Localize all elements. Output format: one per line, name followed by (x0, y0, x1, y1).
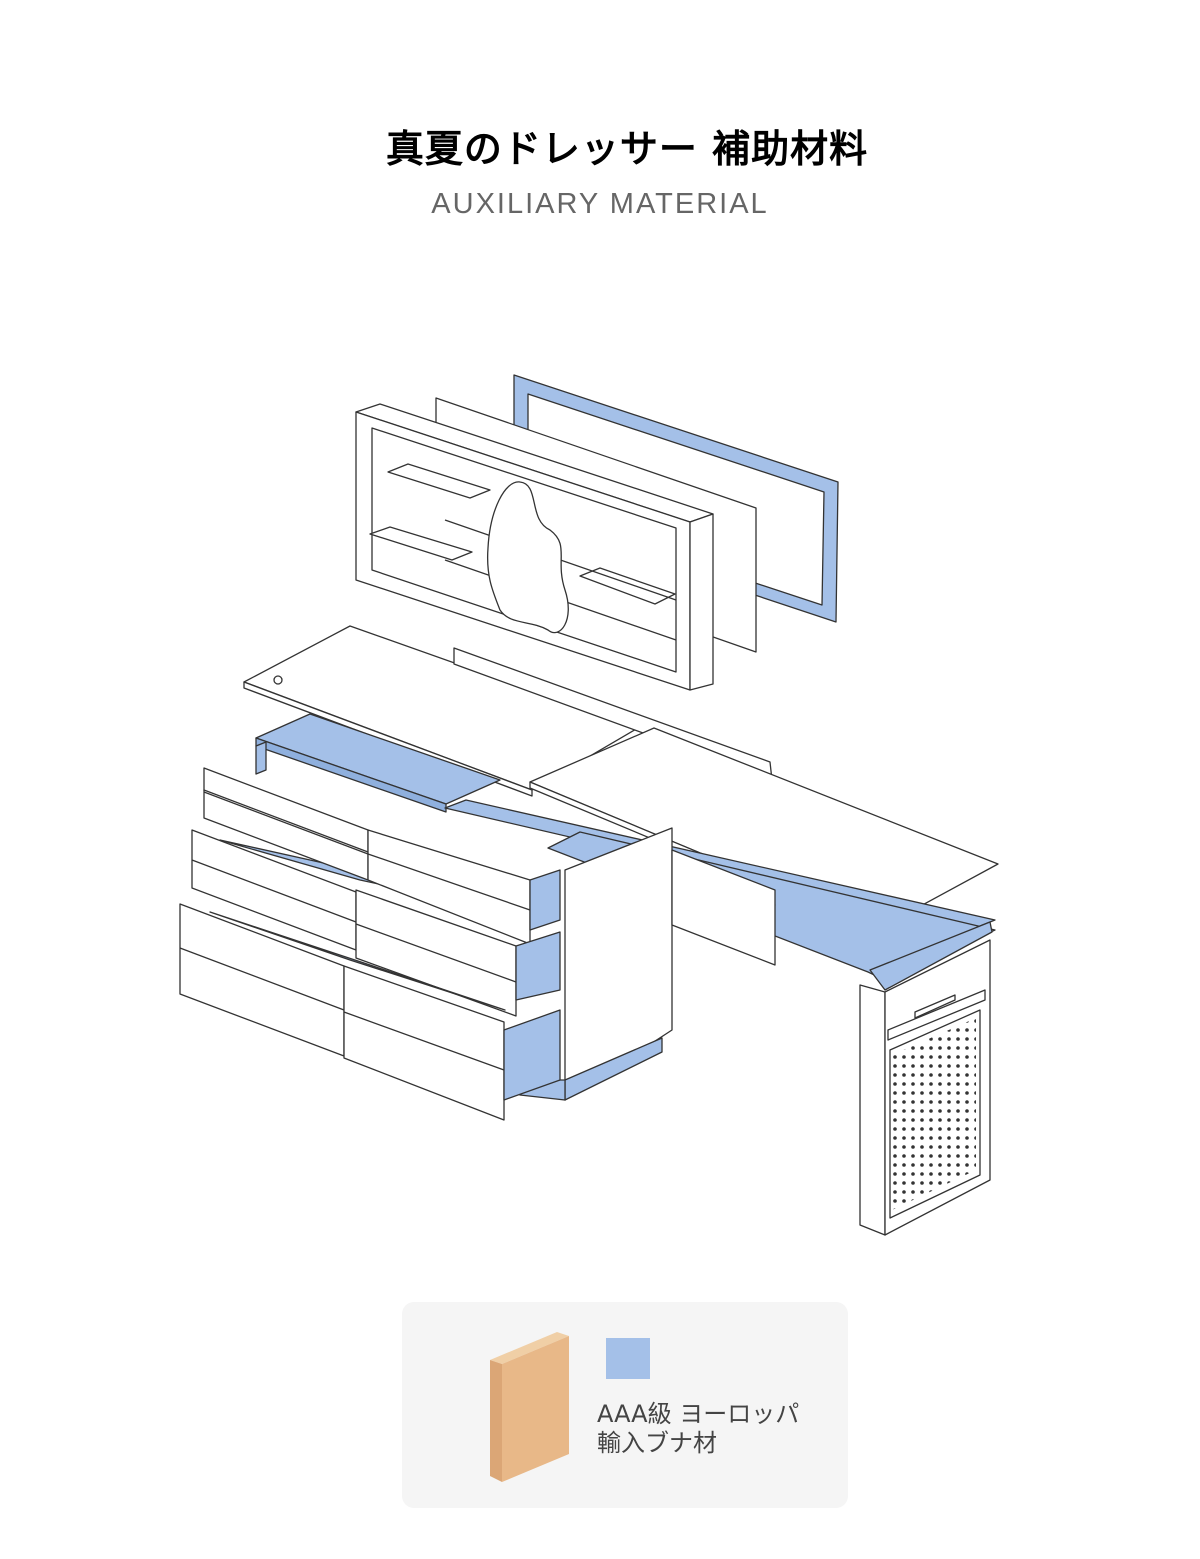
beech-board-icon (490, 1332, 569, 1482)
shelf-unit (355, 403, 714, 691)
material-legend: AAA級 ヨーロッパ輸入ブナ材 (402, 1302, 848, 1508)
material-label: AAA級 ヨーロッパ輸入ブナ材 (597, 1400, 800, 1457)
right-leg-pegboard (859, 939, 991, 1236)
drawer-cabinet (504, 827, 776, 1101)
page-title: 真夏のドレッサー 補助材料 (385, 127, 869, 171)
mirror (486, 481, 569, 634)
blue-material-swatch (606, 1338, 650, 1379)
page-subtitle: AUXILIARY MATERIAL (431, 188, 769, 220)
drawers (179, 767, 561, 1121)
